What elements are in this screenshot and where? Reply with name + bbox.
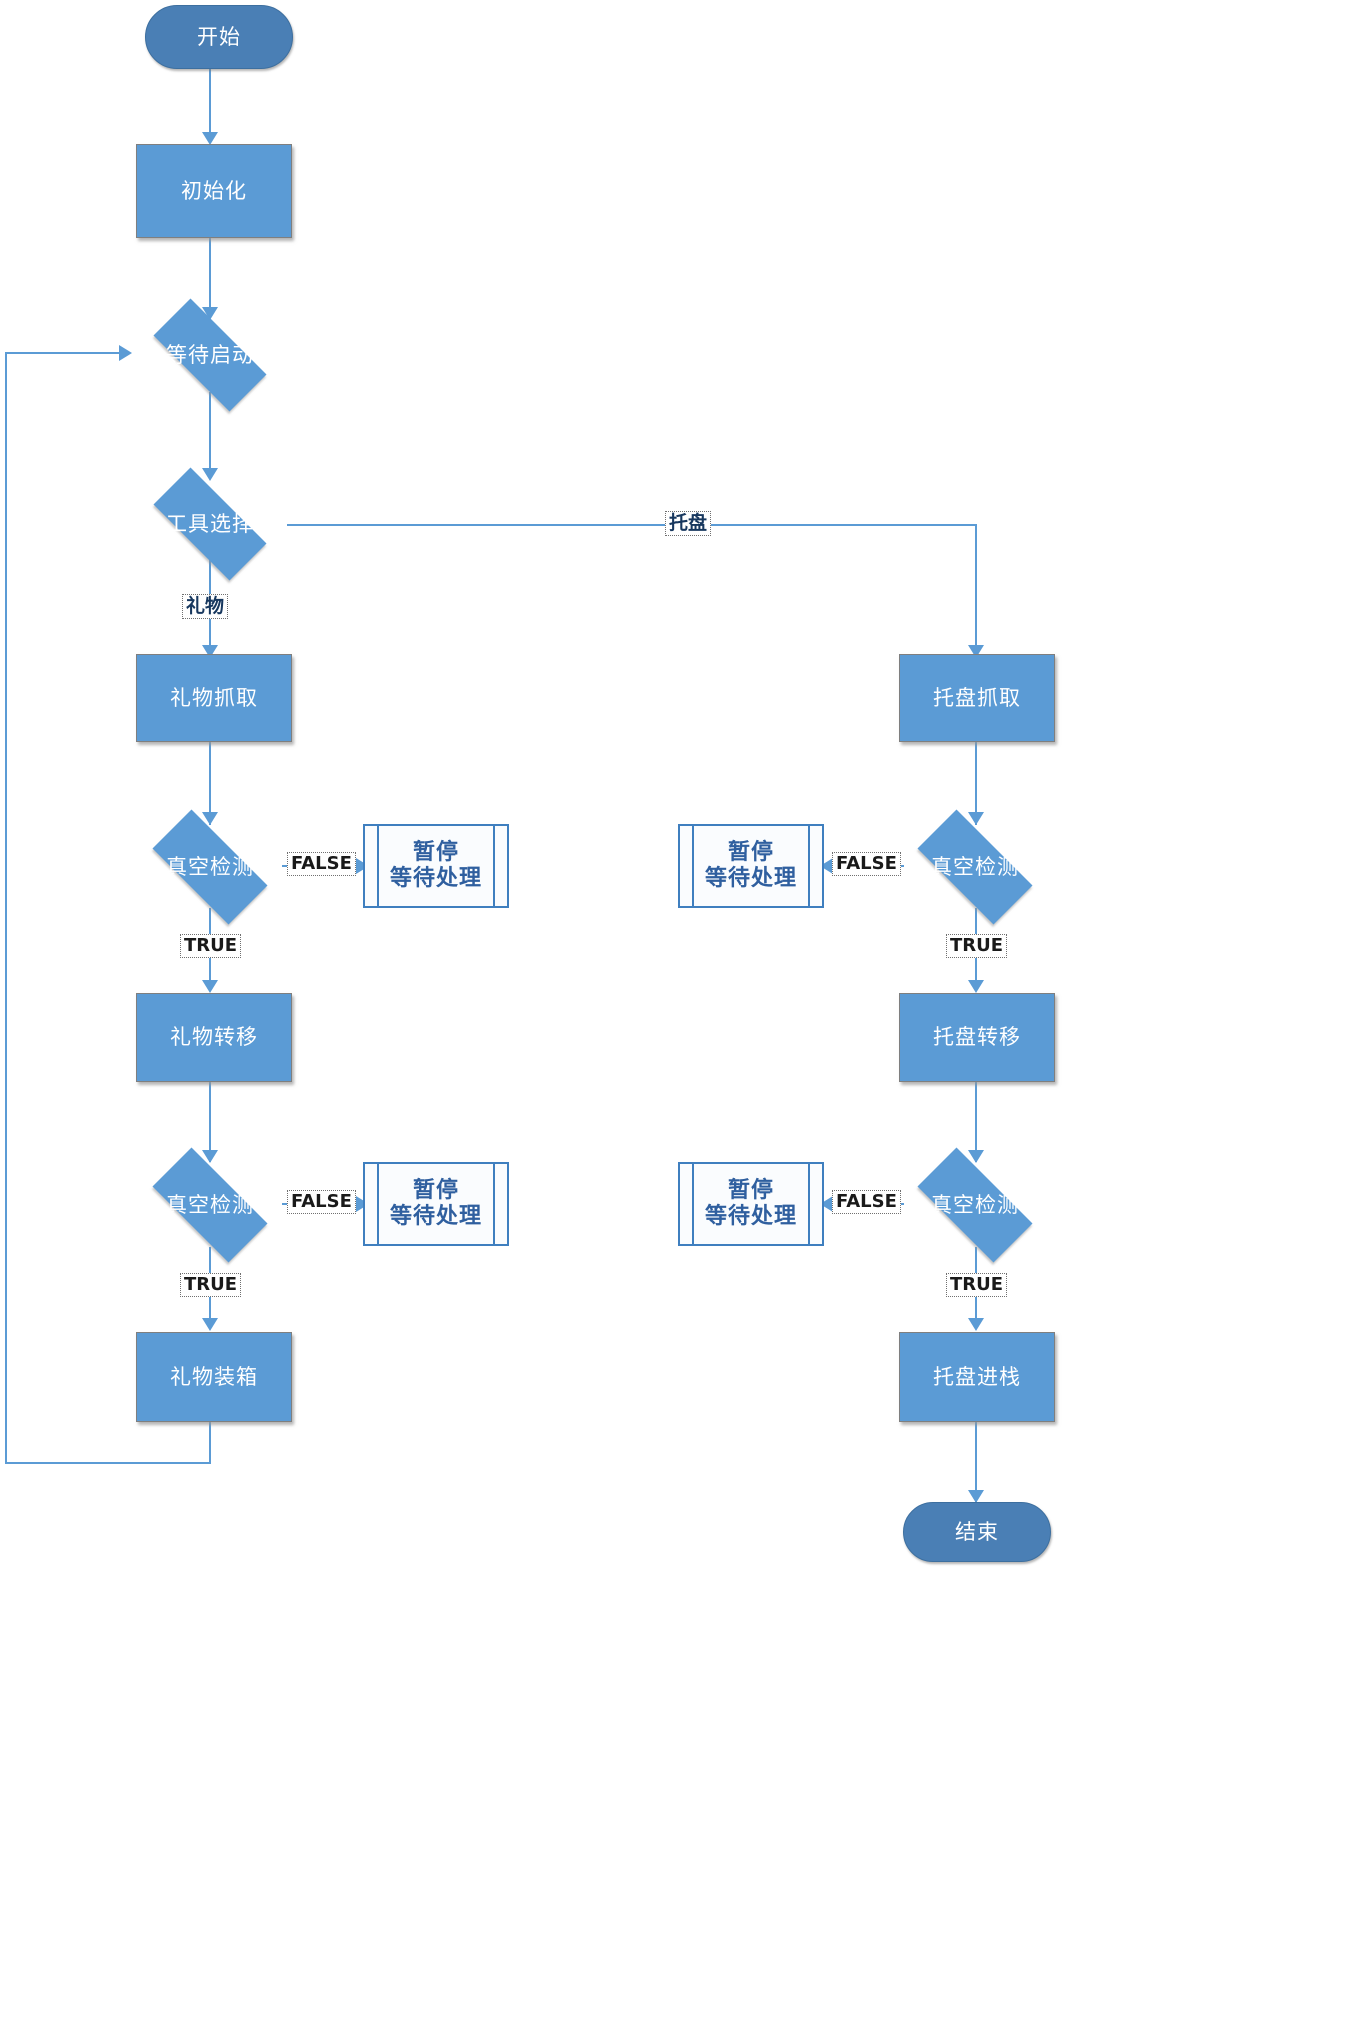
arrowhead-giftvacuum2-true [202, 1318, 218, 1331]
node-tray-pause-1[interactable]: 暂停 等待处理 [678, 824, 824, 908]
connector-giftbox-loop-down [209, 1420, 211, 1464]
node-end-label: 结束 [955, 1519, 999, 1544]
node-gift-grab[interactable]: 礼物抓取 [136, 654, 292, 742]
node-start[interactable]: 开始 [145, 5, 293, 69]
node-tool-select[interactable]: 工具选择 [134, 467, 286, 581]
edge-label-tray-true-2[interactable]: TRUE [946, 1273, 1008, 1297]
connector-toolselect-to-traygrab-horizontal [287, 524, 977, 526]
arrowhead-giftgrab-to-vacuum1 [202, 812, 218, 825]
node-start-label: 开始 [197, 24, 241, 49]
node-gift-grab-label: 礼物抓取 [170, 685, 258, 710]
predefined-left-bar [377, 1164, 379, 1244]
predefined-right-bar [808, 826, 810, 906]
node-tray-grab[interactable]: 托盘抓取 [899, 654, 1055, 742]
edge-label-gift-false-2[interactable]: FALSE [287, 1190, 356, 1214]
node-tray-stack-label: 托盘进栈 [933, 1364, 1021, 1389]
connector-traytransfer-to-vacuum2 [975, 1080, 977, 1162]
predefined-left-bar [692, 826, 694, 906]
node-gift-pause-2[interactable]: 暂停 等待处理 [363, 1162, 509, 1246]
node-tray-transfer[interactable]: 托盘转移 [899, 993, 1055, 1082]
connector-traystack-to-end [975, 1420, 977, 1502]
node-gift-pause-2-label: 暂停 等待处理 [389, 1178, 482, 1229]
connector-giftbox-loop-up [5, 352, 7, 1464]
node-gift-pause-1[interactable]: 暂停 等待处理 [363, 824, 509, 908]
node-tray-stack[interactable]: 托盘进栈 [899, 1332, 1055, 1422]
connector-toolselect-to-traygrab-vertical [975, 524, 977, 657]
arrowhead-traystack-to-end [968, 1490, 984, 1503]
node-gift-transfer-label: 礼物转移 [170, 1025, 258, 1050]
edge-label-tray-false-1[interactable]: FALSE [832, 852, 901, 876]
node-tray-vacuum-2[interactable]: 真空检测 [899, 1147, 1051, 1263]
node-tray-pause-1-label: 暂停 等待处理 [704, 840, 797, 891]
node-tray-vacuum-1[interactable]: 真空检测 [899, 809, 1051, 925]
node-tray-transfer-label: 托盘转移 [933, 1025, 1021, 1050]
connector-giftbox-loop-left [5, 1462, 211, 1464]
node-init[interactable]: 初始化 [136, 144, 292, 238]
edge-label-gift-true-2[interactable]: TRUE [180, 1273, 242, 1297]
connector-init-to-waitstart [209, 236, 211, 314]
predefined-right-bar [493, 1164, 495, 1244]
arrowhead-start-to-init [202, 132, 218, 145]
node-tray-pause-2[interactable]: 暂停 等待处理 [678, 1162, 824, 1246]
decision-shape [152, 1147, 268, 1263]
edge-label-gift-branch[interactable]: 礼物 [182, 594, 229, 619]
predefined-right-bar [808, 1164, 810, 1244]
connector-traygrab-to-vacuum1 [975, 740, 977, 825]
node-gift-transfer[interactable]: 礼物转移 [136, 993, 292, 1082]
node-gift-box-label: 礼物装箱 [170, 1364, 258, 1389]
node-gift-vacuum-1[interactable]: 真空检测 [134, 809, 286, 925]
edge-label-tray-true-1[interactable]: TRUE [946, 934, 1008, 958]
connector-giftgrab-to-vacuum1 [209, 740, 211, 825]
connector-gifttransfer-to-vacuum2 [209, 1080, 211, 1162]
node-end[interactable]: 结束 [903, 1502, 1051, 1562]
arrowhead-traygrab-to-vacuum1 [968, 812, 984, 825]
node-tray-grab-label: 托盘抓取 [933, 685, 1021, 710]
predefined-left-bar [377, 826, 379, 906]
node-init-label: 初始化 [181, 178, 247, 203]
connector-giftbox-loop-to-waitstart [5, 352, 123, 354]
edge-label-gift-false-1[interactable]: FALSE [287, 852, 356, 876]
arrowhead-trayvacuum2-true [968, 1318, 984, 1331]
decision-shape [917, 1147, 1033, 1263]
node-tray-pause-2-label: 暂停 等待处理 [704, 1178, 797, 1229]
arrowhead-gifttransfer-to-vacuum2 [202, 1150, 218, 1163]
arrowhead-giftvacuum1-true [202, 980, 218, 993]
arrowhead-trayvacuum1-true [968, 980, 984, 993]
edge-label-tray-false-2[interactable]: FALSE [832, 1190, 901, 1214]
predefined-left-bar [692, 1164, 694, 1244]
edge-label-gift-true-1[interactable]: TRUE [180, 934, 242, 958]
arrowhead-loop-to-waitstart [119, 345, 132, 361]
predefined-right-bar [493, 826, 495, 906]
node-wait-start[interactable]: 等待启动 [134, 298, 286, 412]
edge-label-tray-branch[interactable]: 托盘 [665, 511, 712, 536]
arrowhead-traytransfer-to-vacuum2 [968, 1150, 984, 1163]
connector-waitstart-to-toolselect [209, 392, 211, 474]
connector-start-to-init [209, 68, 211, 140]
node-gift-box[interactable]: 礼物装箱 [136, 1332, 292, 1422]
arrowhead-waitstart-to-toolselect [202, 468, 218, 481]
node-gift-pause-1-label: 暂停 等待处理 [389, 840, 482, 891]
node-gift-vacuum-2[interactable]: 真空检测 [134, 1147, 286, 1263]
